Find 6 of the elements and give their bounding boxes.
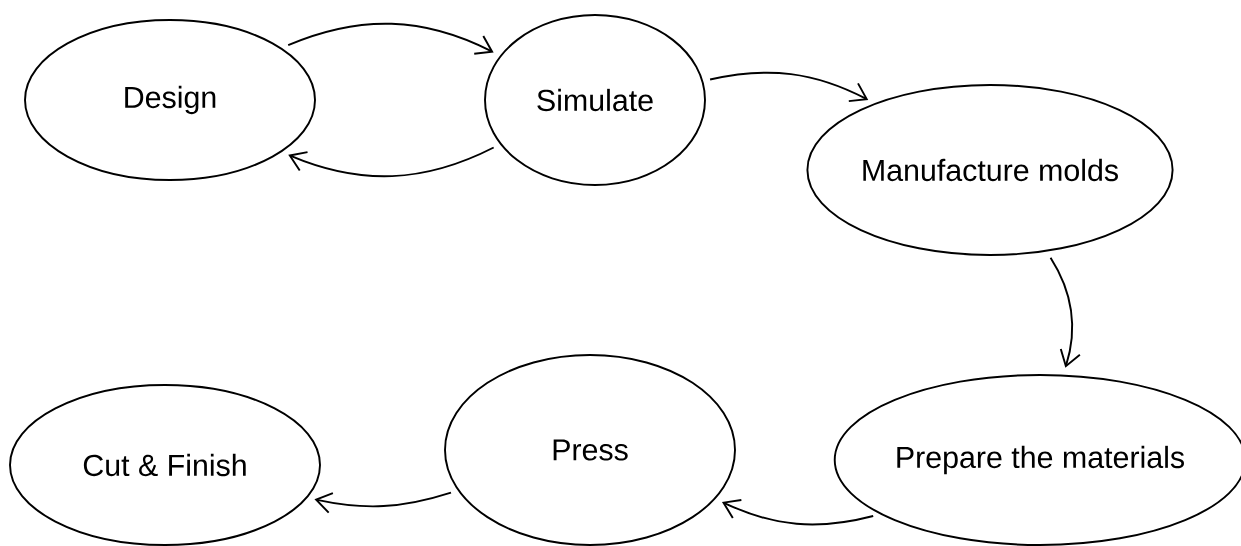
arrow xyxy=(1049,256,1081,368)
arrow xyxy=(288,146,495,178)
arrow xyxy=(287,22,494,55)
arrow xyxy=(721,499,875,526)
arrow xyxy=(709,71,869,103)
arrow xyxy=(314,491,452,514)
